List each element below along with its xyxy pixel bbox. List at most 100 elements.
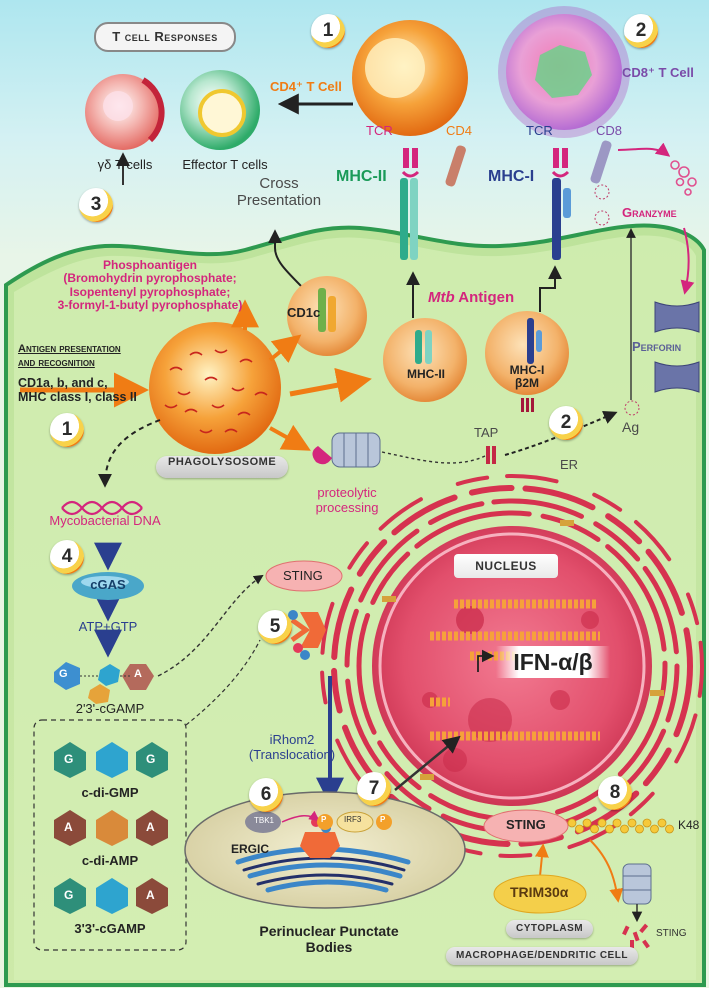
ifn-label: IFN-α/β	[496, 646, 610, 678]
ubiquitin-bead	[627, 818, 637, 828]
ubiquitin-bead	[597, 818, 607, 828]
cd8-receptor	[590, 140, 612, 184]
degradation-proteasome	[622, 863, 652, 949]
ubiquitin-bead	[567, 818, 577, 828]
perforin-pores	[654, 301, 700, 393]
ag-label: Ag	[622, 419, 640, 435]
c-di-gmp-molecule	[54, 742, 168, 778]
k48-label: K48	[678, 818, 700, 832]
cgamp-33-molecule	[54, 878, 168, 914]
step-badge-4: 4	[50, 540, 84, 574]
step-badge-2-mid: 2	[549, 406, 583, 440]
step-badge-2-top: 2	[624, 14, 658, 48]
mtb-antigen-rest: Antigen	[458, 289, 515, 306]
mtb-italic: Mtb	[428, 289, 455, 306]
perinuclear-punctate-label: Perinuclear Punctate Bodies	[259, 923, 399, 955]
granzyme-label: Granzyme	[622, 205, 677, 220]
ubiquitin-bead	[650, 824, 659, 834]
ubiquitin-bead	[575, 824, 584, 834]
irf3-label: IRF3	[344, 815, 362, 824]
tcr-right-receptor	[551, 148, 570, 178]
step-badge-7: 7	[357, 772, 391, 806]
cdn-box	[33, 719, 187, 951]
cgamp-molecule	[54, 662, 154, 704]
c-di-amp-molecule	[54, 810, 168, 846]
mhc2-top-receptor	[400, 178, 418, 260]
antigen-presentation-label: Antigen presentation	[18, 343, 121, 355]
proteolytic-processing-label: proteolytic processing	[315, 485, 379, 515]
cd8-label: CD8	[596, 123, 623, 138]
cd1c-vesicle	[287, 276, 367, 356]
cgas-label: cGAS	[90, 577, 126, 592]
sting-degraded-label: STING	[656, 928, 687, 939]
a-label-33: A	[146, 888, 155, 902]
mhc1-vesicle	[485, 311, 569, 395]
c-di-amp-label: c-di-AMP	[81, 853, 139, 868]
g-label-cdg-2: G	[146, 752, 156, 766]
tcr-left-receptor	[401, 148, 420, 178]
cd4-t-cell-label: CD4⁺ T Cell	[270, 79, 342, 94]
ubiquitin-bead	[590, 824, 599, 834]
a-label-cda-1: A	[64, 820, 73, 834]
ubiquitin-bead	[605, 824, 614, 834]
mycobacterial-dna-label: Mycobacterial DNA	[49, 513, 161, 528]
cd4-label: CD4	[446, 123, 473, 138]
nucleus-label: NUCLEUS	[454, 554, 558, 578]
phagolysosome	[149, 322, 281, 454]
step-badge-3: 3	[79, 188, 113, 222]
mhc1-top-label: MHC-I	[488, 168, 535, 185]
tcr-right-label: TCR	[526, 123, 553, 138]
perforin-label: Perforin	[632, 339, 682, 354]
trim30a-pill	[493, 874, 587, 914]
mhc1-vesicle-label: MHC-I β2M	[509, 363, 545, 391]
cd8-t-cell	[498, 6, 630, 138]
mycobacterial-dna-helix	[61, 500, 143, 516]
sting-lower-label: STING	[506, 817, 546, 832]
cd1-mhc-list: CD1a, b, and c, MHC class I, class II	[18, 376, 137, 404]
g-label-33: G	[64, 888, 74, 902]
ubiquitin-bead	[642, 818, 652, 828]
er-label: ER	[560, 457, 579, 472]
cgas-shape	[72, 572, 144, 600]
cd8-t-cell-label: CD8⁺ T Cell	[622, 65, 694, 80]
k48-ubiquitin-chain	[567, 818, 674, 834]
irf3-complex	[317, 811, 392, 833]
sting-upper-label: STING	[283, 568, 323, 583]
gamma-delta-label: γδ T cells	[97, 157, 153, 172]
sting-upper-pill	[265, 560, 343, 592]
er-membrane-proteins	[382, 520, 664, 780]
step-badge-1-left: 1	[50, 413, 84, 447]
tap-label: TAP	[474, 425, 499, 440]
step-badge-6: 6	[249, 778, 283, 812]
mtb-antigen-label: Mtb Antigen	[428, 289, 515, 307]
tcr-left-label: TCR	[366, 123, 393, 138]
cross-presentation-label: Cross Presentation	[236, 175, 322, 209]
ubiquitin-bead	[582, 818, 592, 828]
a-label-cgamp: A	[134, 668, 142, 680]
sting-dimer-mid	[288, 610, 326, 660]
phagolysosome-label: PHAGOLYSOSOME	[156, 456, 289, 478]
ergic-compartment	[184, 791, 466, 909]
phosphoantigen-label: Phosphoantigen (Bromohydrin pyrophosphat…	[57, 258, 243, 313]
sting-lower-pill	[483, 809, 569, 843]
mhc2-vesicle	[383, 318, 467, 402]
atp-gtp-label: ATP+GTP	[78, 619, 138, 634]
effector-t-cell	[180, 70, 260, 150]
tap-transporter	[486, 446, 496, 464]
mhc2-top-label: MHC-II	[336, 168, 387, 185]
proteasome	[312, 432, 381, 468]
cytoplasm-label: CYTOPLASM	[506, 920, 594, 938]
ubiquitin-bead	[657, 818, 667, 828]
c-di-gmp-label: c-di-GMP	[81, 785, 139, 800]
p-label-right: P	[380, 815, 386, 824]
a-label-cda-2: A	[146, 820, 155, 834]
trim30a-label: TRIM30α	[510, 884, 569, 900]
ubiquitin-bead	[665, 824, 674, 834]
ubiquitin-bead	[612, 818, 622, 828]
mhc1-top-receptor	[552, 178, 571, 260]
cd4-receptor	[445, 145, 466, 187]
cgamp-23-label: 2'3'-cGAMP	[75, 701, 145, 716]
peptide-bars	[521, 398, 534, 412]
